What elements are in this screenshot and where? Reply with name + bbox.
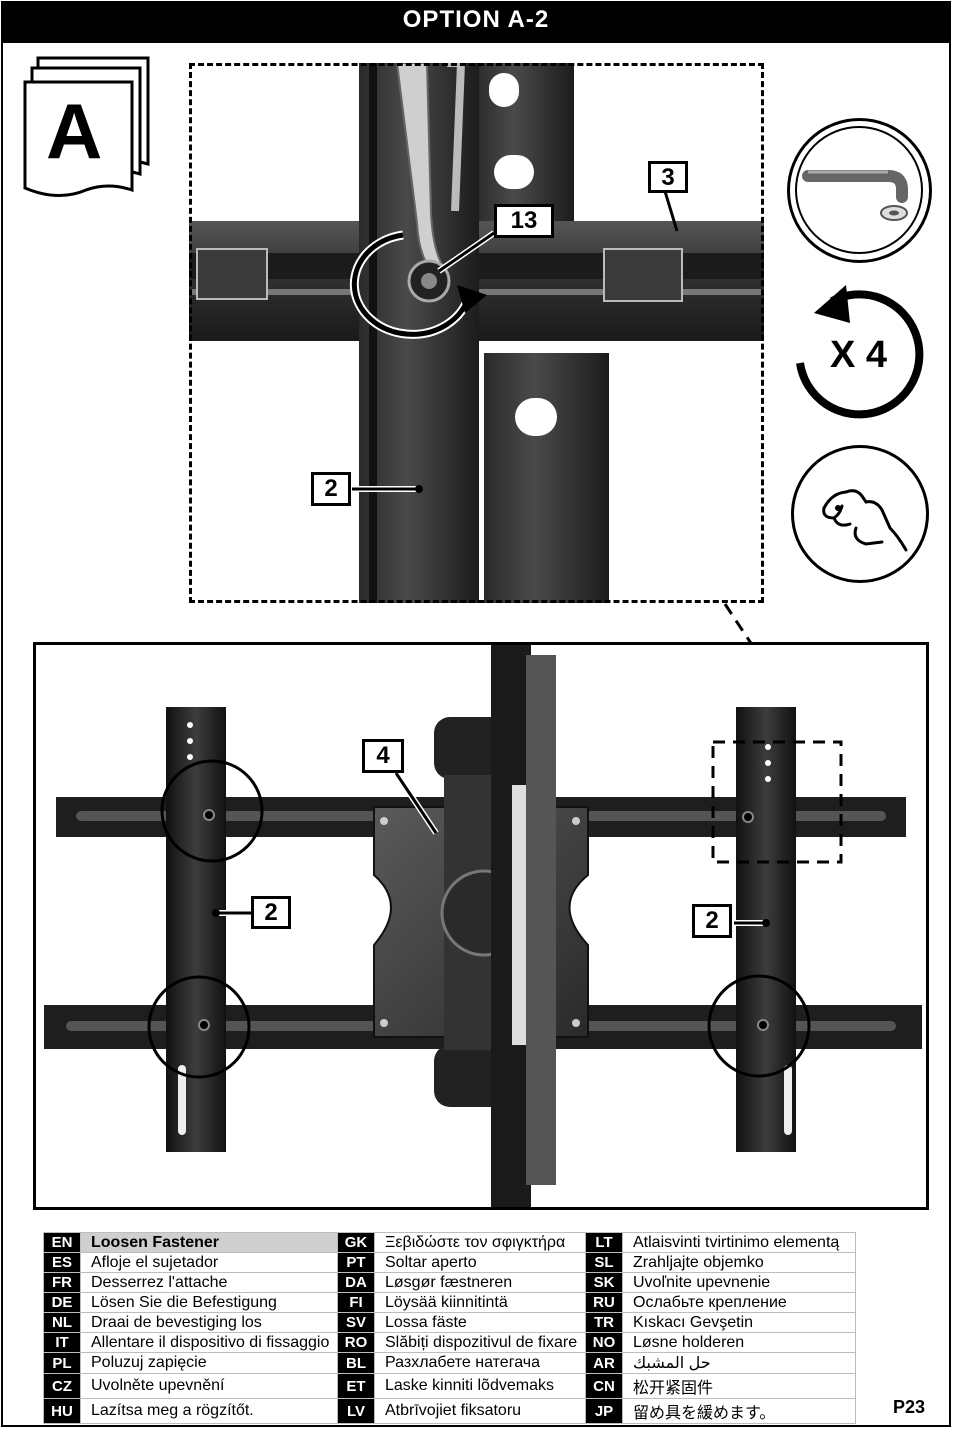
translation-text: Løsgør fæstneren	[374, 1272, 586, 1293]
translation-text: Lösen Sie die Befestigung	[80, 1292, 338, 1313]
translation-text: Poluzuj zapięcie	[80, 1352, 338, 1374]
page-number: P23	[893, 1397, 926, 1417]
language-code: BL	[337, 1352, 375, 1374]
translation-text: Laske kinniti lõdvemaks	[374, 1373, 586, 1399]
language-code: LV	[337, 1398, 375, 1424]
option-a-icon: A	[22, 52, 152, 222]
translation-text: Löysää kiinnitintä	[374, 1292, 586, 1313]
language-code: DA	[337, 1272, 375, 1293]
translation-text: Allentare il dispositivo di fissaggio	[80, 1332, 338, 1353]
counterclockwise-arrow-icon	[788, 283, 928, 423]
language-code: NO	[585, 1332, 623, 1353]
callout-part-2-right: 2	[692, 904, 732, 938]
language-code: FR	[43, 1272, 81, 1293]
callout-part-2-left: 2	[251, 896, 291, 929]
language-code: ET	[337, 1373, 375, 1399]
zoom-detail-photo	[189, 63, 764, 603]
option-letter: A	[46, 87, 103, 175]
translation-text: Loosen Fastener	[80, 1232, 338, 1253]
translation-text: Slăbiți dispozitivul de fixare	[374, 1332, 586, 1353]
language-code: GK	[337, 1232, 375, 1253]
translation-text: Afloje el sujetador	[80, 1252, 338, 1273]
translation-text: Uvoľnite upevnenie	[622, 1272, 856, 1293]
language-code: HU	[43, 1398, 81, 1424]
translation-text: Desserrez l'attache	[80, 1272, 338, 1293]
translation-text: Lossa fäste	[374, 1312, 586, 1333]
language-code: RU	[585, 1292, 623, 1313]
translation-text: Atlaisvinti tvirtinimo elementą	[622, 1232, 856, 1253]
language-code: JP	[585, 1398, 623, 1424]
translation-text: Lazítsa meg a rögzítőt.	[80, 1398, 338, 1424]
language-code: SK	[585, 1272, 623, 1293]
language-code: SV	[337, 1312, 375, 1333]
language-code: CN	[585, 1373, 623, 1399]
language-code: PT	[337, 1252, 375, 1273]
translation-text: حل المشبك	[622, 1352, 856, 1374]
callout-part-13: 13	[494, 204, 554, 238]
translation-text: Løsne holderen	[622, 1332, 856, 1353]
hex-key-and-washer-icon	[787, 118, 932, 263]
language-code: IT	[43, 1332, 81, 1353]
language-code: RO	[337, 1332, 375, 1353]
language-code: FI	[337, 1292, 375, 1313]
translation-text: Ξεβιδώστε τον σφιγκτήρα	[374, 1232, 586, 1253]
hand-pinch-icon	[791, 445, 929, 583]
language-code: ES	[43, 1252, 81, 1273]
translation-text: Uvolněte upevnění	[80, 1373, 338, 1399]
language-code: EN	[43, 1232, 81, 1253]
language-code: PL	[43, 1352, 81, 1374]
callout-part-2-zoom: 2	[311, 472, 351, 506]
translation-text: Atbrīvojiet fiksatoru	[374, 1398, 586, 1424]
language-code: LT	[585, 1232, 623, 1253]
translation-text: Ослабьте крепление	[622, 1292, 856, 1313]
language-code: NL	[43, 1312, 81, 1333]
translation-text: Soltar aperto	[374, 1252, 586, 1273]
main-bracket-photo	[33, 642, 929, 1210]
translation-text: Zrahljajte objemko	[622, 1252, 856, 1273]
language-code: AR	[585, 1352, 623, 1374]
repeat-count-label: X 4	[830, 334, 888, 376]
page-title: OPTION A-2	[1, 1, 951, 43]
callout-part-4: 4	[362, 739, 404, 773]
translation-text: 松开紧固件	[622, 1373, 856, 1399]
translation-text: Kıskacı Gevşetin	[622, 1312, 856, 1333]
translation-text: Draai de bevestiging los	[80, 1312, 338, 1333]
language-code: TR	[585, 1312, 623, 1333]
callout-part-3: 3	[648, 161, 688, 193]
language-code: CZ	[43, 1373, 81, 1399]
language-code: DE	[43, 1292, 81, 1313]
translation-text: Разхлабете натегача	[374, 1352, 586, 1374]
translation-text: 留め具を緩めます。	[622, 1398, 856, 1424]
language-code: SL	[585, 1252, 623, 1273]
